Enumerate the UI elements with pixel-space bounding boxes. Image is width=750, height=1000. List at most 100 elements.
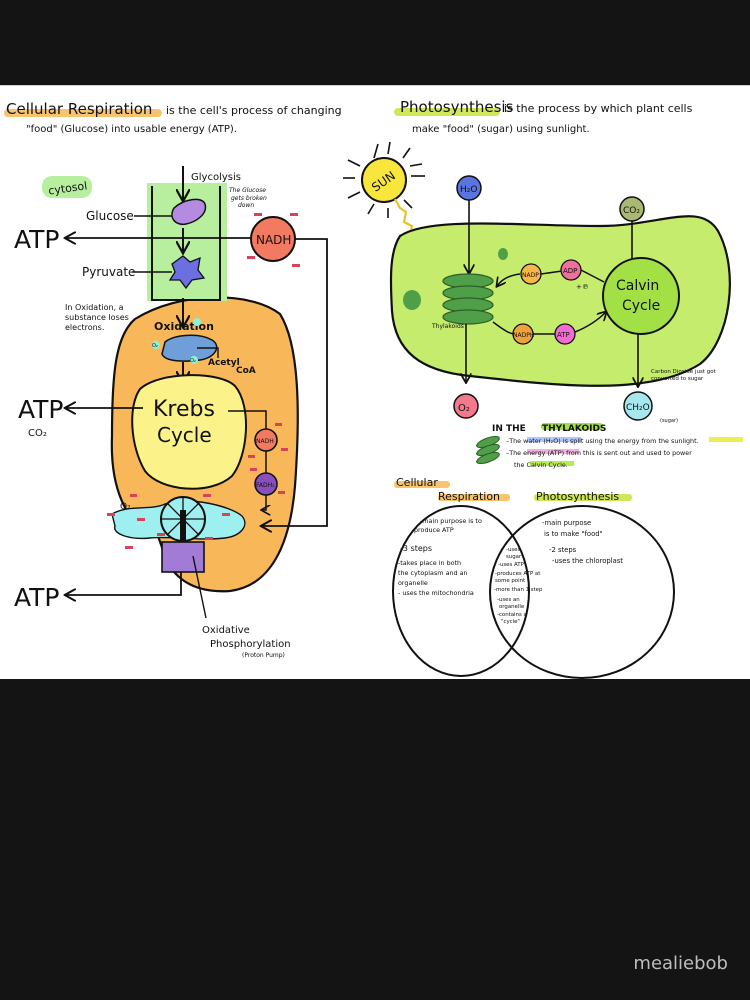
krebs-label-1: Krebs <box>153 397 215 422</box>
water-highlight <box>527 437 581 442</box>
calvin-highlight <box>530 461 574 466</box>
atp-synthase-base <box>161 541 205 573</box>
venn-left-item: produce ATP <box>414 526 454 534</box>
sunlight-highlight <box>709 437 743 442</box>
venn-middle-item: "cycle" <box>501 619 520 625</box>
glycolysis-note-3: down <box>238 202 254 209</box>
venn-middle-item: organelle <box>499 604 525 610</box>
nadph-label: NADPH <box>513 332 534 339</box>
photosynthesis-title: Photosynthesis <box>400 98 514 116</box>
nadh-label: NADH <box>256 233 291 247</box>
venn-middle-item: some point <box>495 578 525 584</box>
calvin-cycle <box>602 257 680 335</box>
proton-label: O₂ <box>120 502 131 512</box>
oxidation-note-2: substance loses <box>65 313 129 322</box>
nadp-adp-link <box>540 270 563 275</box>
venn-right-list: -main purpose is to make "food" -2 steps… <box>542 519 623 565</box>
acetyl-coa-molecule <box>161 334 218 362</box>
o2-label: O₂ <box>458 403 470 414</box>
krebs-nadh-label: NADH <box>256 438 274 445</box>
venn-middle-item: sugar <box>506 554 522 560</box>
thylakoid-title-prefix: IN THE <box>492 424 526 434</box>
carbon-note-2: converted to sugar <box>651 376 704 382</box>
venn-left-item: the cytoplasm and an <box>398 569 468 577</box>
phosphate-label: +℗ <box>576 283 589 291</box>
oxygen-particle-label: O₂ <box>190 358 196 364</box>
krebs-to-nadh-line <box>228 410 267 429</box>
venn-left-item: - uses the mitochondria <box>398 589 474 597</box>
atp-ps-label: ATP <box>557 331 570 339</box>
calvin-label-1: Calvin <box>616 278 659 294</box>
venn-middle-item: -uses <box>506 547 520 553</box>
cytosol-label: cytosol <box>47 179 88 197</box>
fadh2-label: FADH₂ <box>256 482 275 489</box>
small-thylakoid <box>403 248 508 310</box>
venn-right-item: -2 steps <box>549 546 577 554</box>
venn-middle-list: -uses sugar -uses ATP -produces ATP at s… <box>494 547 543 625</box>
oxidation-label: Oxidation <box>154 320 214 333</box>
thylakoid-stack <box>442 273 494 325</box>
venn-left-list: -main purpose is to produce ATP -3 steps… <box>398 517 482 597</box>
venn-right-title-highlight <box>534 494 632 501</box>
thylakoid-icon <box>476 435 500 465</box>
sun <box>361 157 407 203</box>
nadh-to-pump-path <box>262 238 328 526</box>
oxygen-particle <box>190 356 198 364</box>
glycolysis-box <box>151 186 221 301</box>
krebs-cycle <box>131 374 248 490</box>
ox-phos-label-2: Phosphorylation <box>210 639 291 650</box>
cytosol-label-bg <box>42 176 92 198</box>
venn-middle-item: -uses an <box>497 597 520 603</box>
venn-left-item: -3 steps <box>400 544 432 553</box>
venn-left-title-1: Cellular <box>396 476 438 489</box>
respiration-highlight <box>4 109 162 117</box>
venn-middle-item: -produces ATP at <box>495 571 540 577</box>
thylakoids-highlight <box>541 423 603 430</box>
venn-middle-item: -more than 1 step <box>494 587 543 593</box>
venn-left-title-2: Respiration <box>438 490 500 503</box>
o2-molecule <box>453 393 479 419</box>
venn-left-item: organelle <box>398 579 428 587</box>
diagram-sheet: Cellular Respiration is the cell's proce… <box>0 85 750 679</box>
photosynthesis-definition-line2: make "food" (sugar) using sunlight. <box>412 124 590 135</box>
photosynthesis-highlight <box>394 108 500 116</box>
photosynthesis-definition-line1: is the process by which plant cells <box>504 102 693 115</box>
ch2o-molecule <box>623 391 653 421</box>
photosynthesis-heading: Photosynthesis is the process by which p… <box>394 98 693 135</box>
glucose-molecule <box>171 198 207 226</box>
atp-to-calvin-arrow <box>574 312 606 333</box>
adp-calvin-link <box>580 269 605 283</box>
atp-glycolysis-label: ATP <box>14 225 60 254</box>
pyruvate-label: Pyruvate <box>82 265 135 279</box>
oxygen-particle-label: O₂ <box>152 343 158 349</box>
venn-left-title-highlight <box>438 494 510 501</box>
oxygen-particle <box>152 341 160 349</box>
venn-middle-item: -contains a <box>497 612 527 618</box>
venn-circle-photosynthesis <box>489 505 675 679</box>
co2-ps-label: CO₂ <box>623 206 640 216</box>
krebs-label-2: Cycle <box>157 423 212 447</box>
oxidation-note-3: electrons. <box>65 323 104 332</box>
glycolysis-note-2: gets broken <box>231 195 267 202</box>
pyruvate-molecule <box>168 255 206 290</box>
artist-name[interactable]: mealiebob <box>633 953 728 974</box>
thylakoids-label: Thylakoids <box>431 323 464 330</box>
venn-middle-item: -uses ATP <box>498 562 525 568</box>
venn-left-title-highlight <box>394 481 450 488</box>
thylakoid-section: IN THE THYLAKOIDS –The water (H₂O) is sp… <box>476 423 743 469</box>
atp-krebs-label: ATP <box>18 395 64 424</box>
carbon-note-1: Carbon Dioxide just got <box>651 369 717 375</box>
electron-marks-pump <box>107 494 230 549</box>
electron-marks-krebs <box>130 423 288 497</box>
respiration-definition-line2: "food" (Glucose) into usable energy (ATP… <box>26 124 237 135</box>
atp-pump-arrow <box>66 572 182 595</box>
co2-krebs-label: CO₂ <box>28 428 47 439</box>
energy-highlight <box>527 449 579 454</box>
glycolysis-label: Glycolysis <box>191 172 241 183</box>
thylakoid-bullet-1: –The water (H₂O) is split using the ener… <box>506 437 699 445</box>
atp-synthase-stalk <box>180 510 186 546</box>
thylakoid-bullet-2: –The energy (ATP) from this is sent out … <box>506 449 692 457</box>
sun-rays <box>343 141 425 218</box>
ox-phos-label-1: Oxidative <box>202 625 250 636</box>
diagram-canvas: Cellular Respiration is the cell's proce… <box>4 98 743 679</box>
